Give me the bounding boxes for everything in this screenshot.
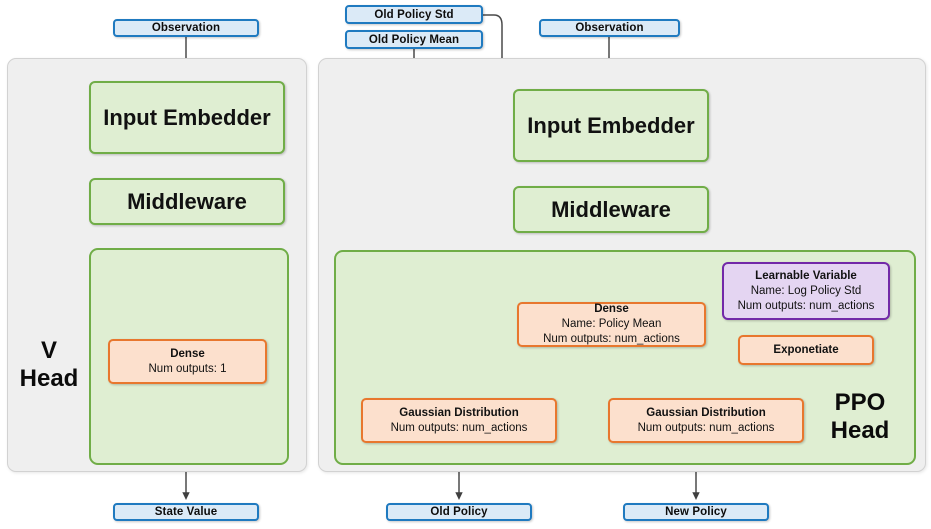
output-old-policy-label: Old Policy xyxy=(430,506,488,518)
learnable-variable-name: Name: Log Policy Std xyxy=(750,284,862,297)
ppo-head-learnable-variable[interactable]: Learnable Variable Name: Log Policy Std … xyxy=(722,262,890,320)
ppo-head-dense-name: Name: Policy Mean xyxy=(561,318,662,330)
output-new-policy-label: New Policy xyxy=(665,506,727,518)
gaussian-new-outputs: Num outputs: num_actions xyxy=(637,421,775,434)
ppo-head-middleware-label: Middleware xyxy=(551,196,671,222)
learnable-variable-outputs: Num outputs: num_actions xyxy=(737,299,875,312)
ppo-head-middleware[interactable]: Middleware xyxy=(513,186,709,233)
ppo-head-label: PPO Head xyxy=(812,389,908,445)
ppo-head-input-embedder-label: Input Embedder xyxy=(527,112,695,138)
v-head-dense[interactable]: Dense Num outputs: 1 xyxy=(108,339,267,384)
v-head-input-embedder[interactable]: Input Embedder xyxy=(89,81,285,154)
v-head-input-embedder-label: Input Embedder xyxy=(103,104,271,130)
output-state-value[interactable]: State Value xyxy=(113,503,259,521)
gaussian-old-outputs: Num outputs: num_actions xyxy=(390,421,528,434)
input-old-policy-std[interactable]: Old Policy Std xyxy=(345,5,483,24)
input-observation-right[interactable]: Observation xyxy=(539,19,680,37)
ppo-head-gaussian-new[interactable]: Gaussian Distribution Num outputs: num_a… xyxy=(608,398,804,443)
ppo-head-dense-policy-mean[interactable]: Dense Name: Policy Mean Num outputs: num… xyxy=(517,302,706,347)
gaussian-old-title: Gaussian Distribution xyxy=(399,406,519,419)
output-state-value-label: State Value xyxy=(154,506,218,518)
ppo-head-label-line1: PPO xyxy=(834,389,886,416)
ppo-head-label-line2: Head xyxy=(830,417,890,444)
input-observation-left[interactable]: Observation xyxy=(113,19,259,37)
v-head-label-line2: Head xyxy=(19,365,79,392)
v-head-middleware[interactable]: Middleware xyxy=(89,178,285,225)
gaussian-new-title: Gaussian Distribution xyxy=(646,406,766,419)
exponetiate-title: Exponetiate xyxy=(773,343,839,356)
input-observation-right-label: Observation xyxy=(575,22,644,34)
input-old-policy-mean-label: Old Policy Mean xyxy=(368,33,460,46)
ppo-head-dense-outputs: Num outputs: num_actions xyxy=(543,333,680,345)
v-head-dense-title: Dense xyxy=(170,347,205,360)
v-head-dense-outputs: Num outputs: 1 xyxy=(148,362,227,375)
input-observation-left-label: Observation xyxy=(151,22,221,34)
output-old-policy[interactable]: Old Policy xyxy=(386,503,532,521)
ppo-head-exponetiate[interactable]: Exponetiate xyxy=(738,335,874,365)
ppo-head-input-embedder[interactable]: Input Embedder xyxy=(513,89,709,162)
input-old-policy-std-label: Old Policy Std xyxy=(374,8,454,21)
learnable-variable-title: Learnable Variable xyxy=(755,269,857,282)
output-new-policy[interactable]: New Policy xyxy=(623,503,769,521)
v-head-middleware-label: Middleware xyxy=(127,188,247,214)
ppo-head-dense-title: Dense xyxy=(594,303,629,315)
v-head-label: V Head xyxy=(12,337,86,393)
input-old-policy-mean[interactable]: Old Policy Mean xyxy=(345,30,483,49)
v-head-label-line1: V xyxy=(40,337,57,364)
ppo-head-gaussian-old[interactable]: Gaussian Distribution Num outputs: num_a… xyxy=(361,398,557,443)
